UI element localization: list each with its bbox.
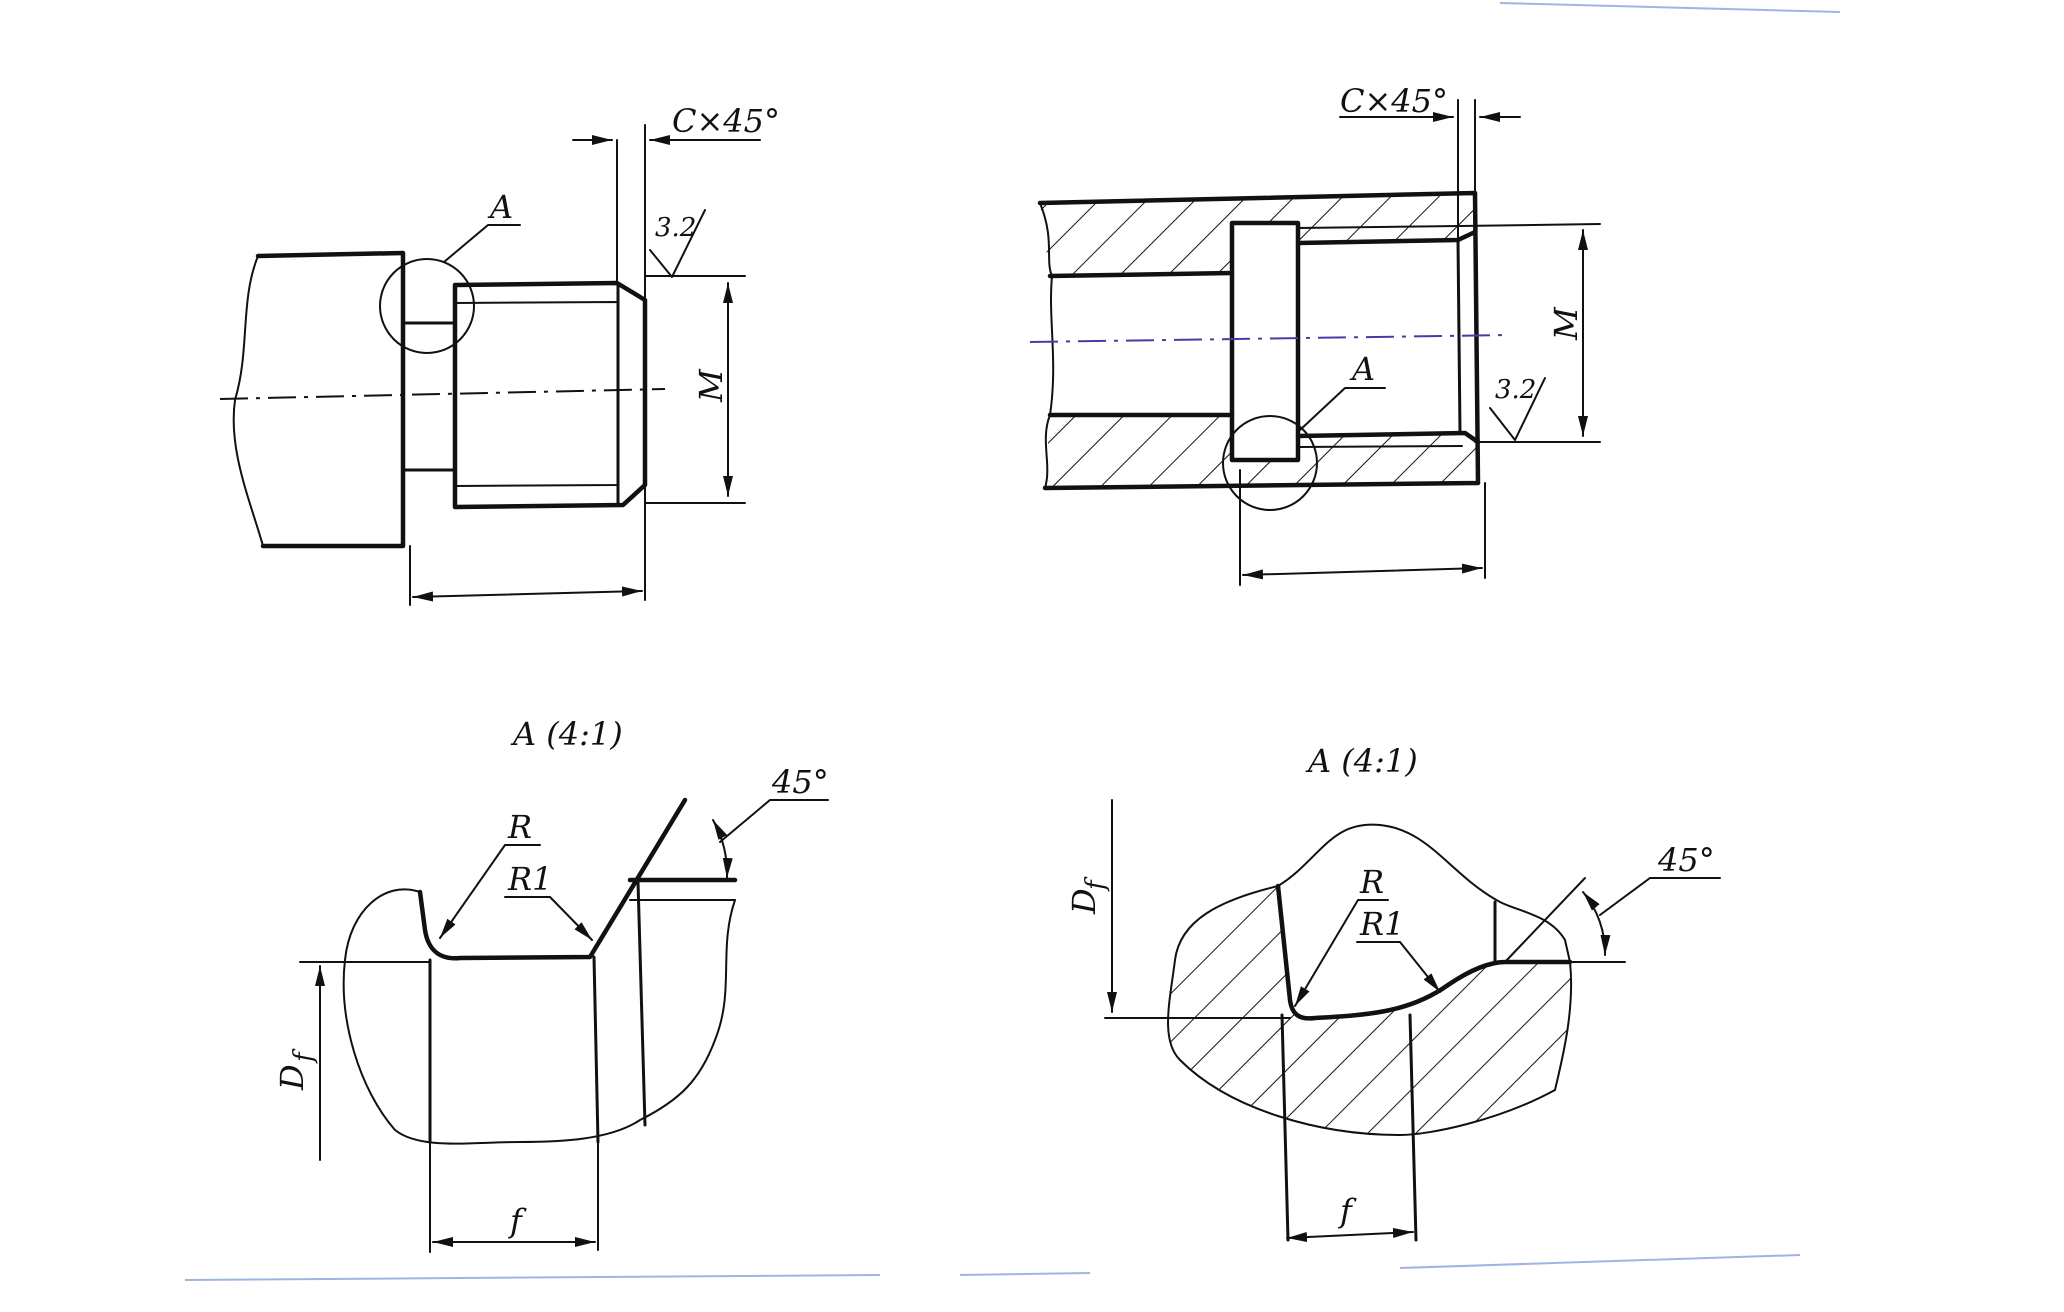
shaft-detail-width: f bbox=[508, 1202, 527, 1240]
shaft-detail-angle: 45° bbox=[771, 763, 829, 801]
hole-thread-label: M bbox=[1547, 306, 1585, 341]
hole-view: A C×45° 3.2 M bbox=[1029, 82, 1601, 586]
shaft-detail-radius: R bbox=[507, 808, 532, 846]
shaft-view: A C×45° 3.2 M bbox=[219, 102, 780, 606]
hole-detail-ref: A bbox=[1349, 350, 1375, 388]
scan-edges bbox=[184, 2, 1841, 1281]
shaft-detail-diameter: D bbox=[273, 1064, 311, 1091]
shaft-roughness: 3.2 bbox=[655, 213, 696, 243]
shaft-detail-diameter-sub: f bbox=[289, 1048, 319, 1064]
hole-detail-angle: 45° bbox=[1657, 841, 1715, 879]
shaft-detail-ref: A bbox=[487, 188, 513, 226]
hole-chamfer-label: C×45° bbox=[1340, 82, 1448, 120]
shaft-detail-title: A (4:1) bbox=[510, 715, 623, 753]
hole-detail-radius: R bbox=[1359, 863, 1384, 901]
hole-detail-width: f bbox=[1338, 1192, 1357, 1230]
shaft-detail-view: A (4:1) D f R R1 45° f bbox=[273, 715, 829, 1253]
hole-detail-diameter-sub: f bbox=[1081, 876, 1111, 892]
hole-roughness: 3.2 bbox=[1495, 375, 1536, 405]
shaft-thread-label: M bbox=[692, 368, 730, 403]
hole-detail-title: A (4:1) bbox=[1305, 742, 1418, 780]
shaft-chamfer-label: C×45° bbox=[672, 102, 780, 140]
hole-detail-diameter: D bbox=[1065, 888, 1103, 915]
hole-detail-view: A (4:1) D f R R1 45° f bbox=[1065, 742, 1721, 1243]
shaft-detail-radius1: R1 bbox=[507, 860, 552, 898]
hole-detail-radius1: R1 bbox=[1359, 905, 1404, 943]
